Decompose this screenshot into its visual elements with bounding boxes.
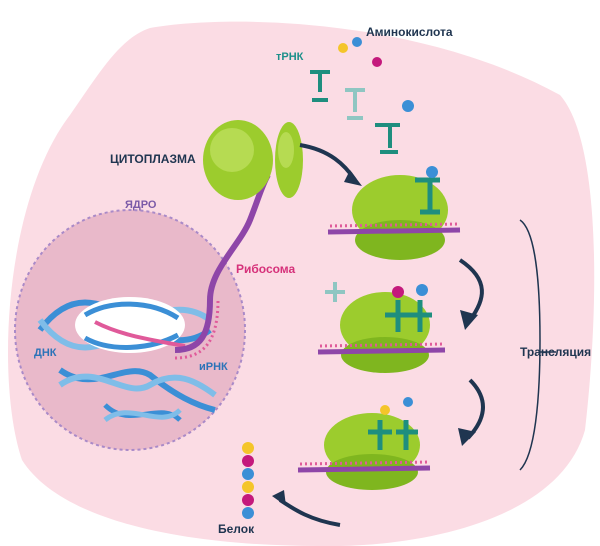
ribosome-label: Рибосома xyxy=(236,262,296,276)
protein-label: Белок xyxy=(218,522,255,536)
mrna-label: иРНК xyxy=(199,361,228,373)
mrna-strand xyxy=(174,173,271,353)
nucleus-label: ЯДРО xyxy=(125,199,157,211)
protein-chain-icon xyxy=(242,442,254,519)
amino-acid-icon xyxy=(338,37,414,112)
trna-label: тРНК xyxy=(276,51,304,63)
ribosome-stage-2 xyxy=(317,282,446,373)
ribosome-stage-3 xyxy=(297,397,431,490)
translation-label: Трансляция xyxy=(520,345,592,359)
ribosome-icon xyxy=(203,120,303,200)
trna-icon xyxy=(310,70,400,154)
ribosome-stage-1 xyxy=(327,166,461,260)
translation-bracket-icon xyxy=(519,219,541,471)
dna-label: ДНК xyxy=(34,347,57,359)
aminoacid-label: Аминокислота xyxy=(366,25,453,39)
cytoplasm-label: ЦИТОПЛАЗМА xyxy=(110,152,196,166)
dna-helix-icon xyxy=(37,297,217,423)
